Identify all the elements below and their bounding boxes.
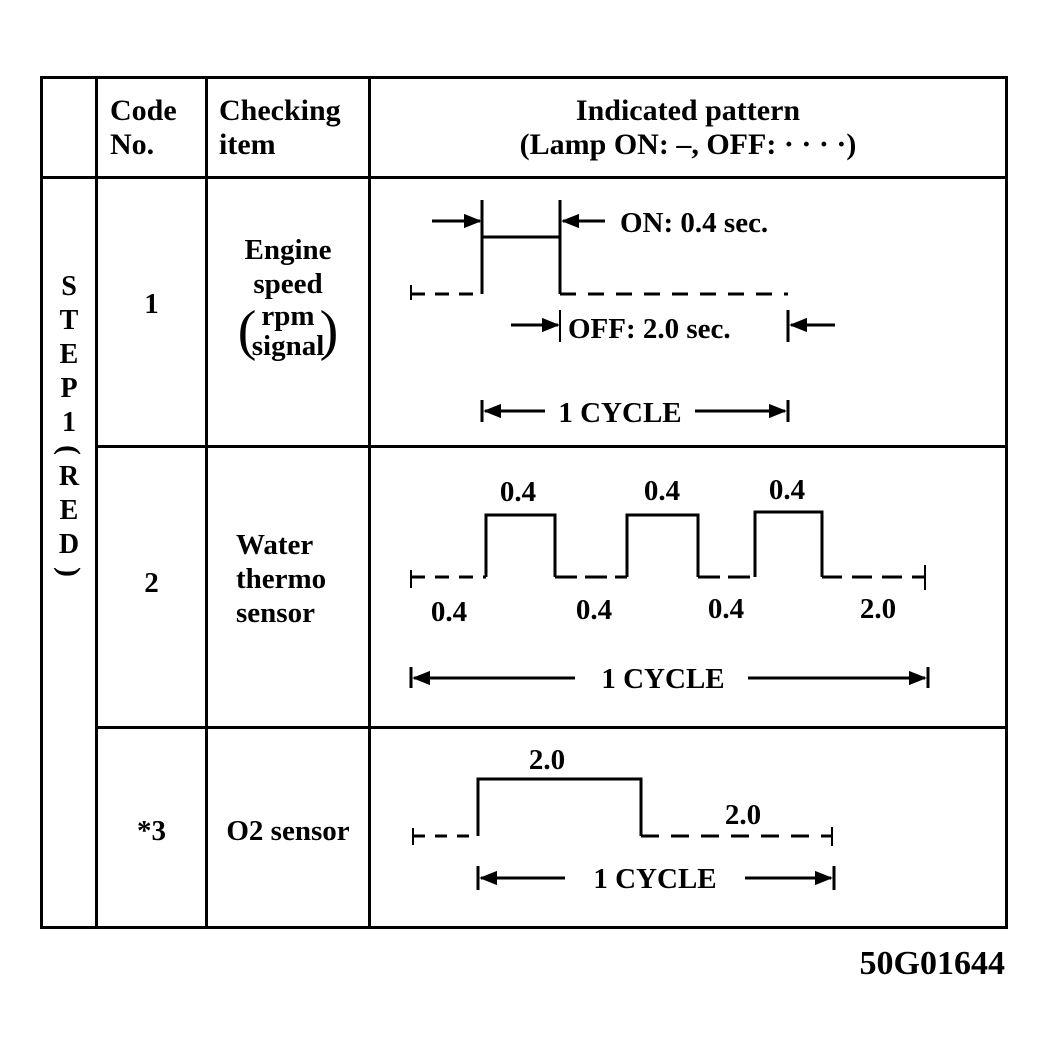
header-divider [40, 176, 1008, 179]
row-2-item-line: thermo [236, 563, 327, 595]
header-checking-item: Checking item [219, 94, 341, 162]
row-2-on-label: 0.4 [769, 474, 805, 506]
row-3-code: *3 [137, 815, 166, 847]
row-3-cycle-label: 1 CYCLE [593, 863, 716, 895]
figure-id: 50G01644 [860, 945, 1005, 982]
header-code-line1: Code [110, 94, 177, 127]
paren-open: ( [237, 300, 257, 362]
header-code-no: Code No. [110, 94, 177, 162]
row-1-item: Engine speed ( rpm signal ) [208, 233, 368, 363]
row-1-item-line: rpm [261, 300, 315, 332]
row-3-off-label: 2.0 [725, 799, 761, 831]
row-2-code: 2 [144, 567, 159, 599]
row-2-off-label: 2.0 [860, 593, 896, 625]
row-1-code: 1 [144, 288, 159, 320]
row-2-on-label: 0.4 [500, 476, 536, 508]
step-label: S T E P 1 ( R E D ) [42, 270, 96, 582]
row-3-on-label: 2.0 [529, 744, 565, 776]
row-1-item-paren: ( rpm signal ) [237, 300, 339, 362]
wave-on-pulse [480, 235, 562, 294]
table-border-bottom [40, 926, 1008, 929]
table-border-top [40, 76, 1008, 79]
step-color-letter: E [59, 495, 79, 526]
row-2-cycle-label: 1 CYCLE [601, 663, 724, 695]
step-letter: E [59, 339, 79, 370]
row-1-on-label: ON: 0.4 sec. [620, 207, 768, 239]
col-divider-code [95, 76, 98, 929]
row-divider-2 [95, 726, 1008, 729]
header-pattern-line1: Indicated pattern [575, 94, 801, 127]
row-3-waveform [412, 777, 836, 890]
row-2-off-label: 0.4 [576, 594, 612, 626]
row-2-off-label: 0.4 [431, 596, 467, 628]
row-2-item: Water thermo sensor [236, 528, 326, 630]
step-letter: P [60, 373, 78, 404]
row-divider-1 [95, 445, 1008, 448]
row-1-waveform [410, 200, 835, 422]
row-2-item-line: sensor [236, 597, 315, 629]
table-border-right [1005, 76, 1008, 929]
row-2-on-label: 0.4 [644, 475, 680, 507]
step-letter: T [59, 305, 79, 336]
step-color-letter: R [58, 461, 80, 492]
header-item-line1: Checking [219, 94, 341, 127]
wave-on-pulse [484, 513, 557, 577]
step-letter: S [61, 271, 77, 302]
header-pattern-line2: (Lamp ON: –, OFF: · · · ·) [519, 128, 857, 161]
row-1-item-line: signal [251, 330, 325, 362]
wave-on-pulse [753, 510, 824, 577]
col-divider-pattern [368, 76, 371, 929]
step-color-letter: D [58, 529, 80, 560]
header-indicated-pattern: Indicated pattern (Lamp ON: –, OFF: · · … [371, 94, 1005, 162]
step-letter: 1 [62, 407, 76, 438]
row-2-waveform [409, 510, 930, 688]
header-item-line2: item [219, 128, 276, 161]
row-1-item-line: speed [253, 268, 323, 300]
row-3-item: O2 sensor [226, 815, 350, 847]
paren-close: ) [319, 300, 339, 362]
header-code-line2: No. [110, 128, 155, 161]
row-1-item-line: Engine [244, 234, 332, 266]
col-divider-item [205, 76, 208, 929]
wave-on-pulse [625, 513, 700, 577]
row-2-item-line: Water [236, 529, 314, 561]
row-1-cycle-label: 1 CYCLE [558, 397, 681, 429]
row-2-off-label: 0.4 [708, 593, 744, 625]
wave-on-pulse [476, 777, 643, 836]
row-1-off-label: OFF: 2.0 sec. [568, 313, 731, 345]
table-border-left [40, 76, 43, 929]
